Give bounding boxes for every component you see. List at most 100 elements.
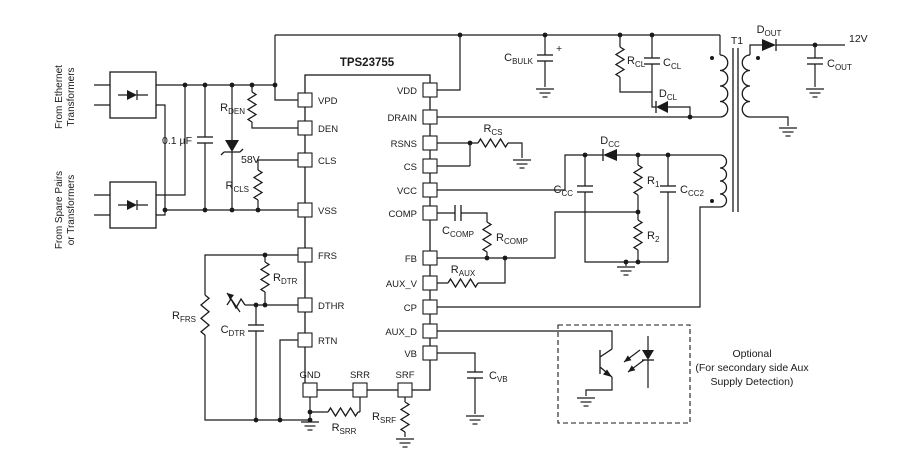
capacitor-cdtr: CDTR <box>221 324 264 338</box>
optional-note-line1: Optional <box>732 348 771 360</box>
pin-aux-d: AUX_D <box>385 323 438 339</box>
capacitor-ccc2: CCC2 <box>660 184 705 198</box>
ic-tps23755: TPS23755 VPD DEN CLS VSS FRS DTHR RTN GN… <box>297 57 438 398</box>
resistor-rden: RDEN <box>220 91 258 123</box>
svg-text:FB: FB <box>405 254 417 265</box>
pin-vb: VB <box>404 345 438 361</box>
svg-text:VPD: VPD <box>318 96 338 107</box>
pin-drain: DRAIN <box>387 109 438 125</box>
rsrf-label: RSRF <box>372 411 396 425</box>
pin-rtn: RTN <box>297 332 337 348</box>
ground-symbol <box>512 159 532 169</box>
resistor-r1: R1 <box>632 164 660 196</box>
pin-dthr: DTHR <box>297 297 345 313</box>
rsrr-label: RSRR <box>332 422 357 436</box>
spare-source-label-line2: or Transformers <box>66 175 77 246</box>
ccomp-label: CCOMP <box>442 225 474 239</box>
ccc2-label: CCC2 <box>680 184 705 198</box>
dout-label: DOUT <box>757 24 782 38</box>
capacitor-cvb: CVB <box>467 370 508 384</box>
capacitor-ccl: CCL <box>644 57 682 71</box>
pin-vpd: VPD <box>297 92 338 108</box>
diode-dcc: DCC <box>600 135 620 161</box>
svg-text:VB: VB <box>404 349 417 360</box>
dcl-label: DCL <box>659 88 678 102</box>
svg-text:FRS: FRS <box>318 251 337 262</box>
ethernet-source-label-line1: From Ethernet <box>54 65 65 129</box>
rfrs-label: RFRS <box>172 310 196 324</box>
ground-symbol <box>535 88 555 98</box>
resistor-rcl: RCL <box>614 46 646 78</box>
svg-text:CP: CP <box>404 303 417 314</box>
dcc-label: DCC <box>600 135 620 149</box>
resistor-r2: R2 <box>632 219 660 251</box>
raux-label: RAUX <box>451 264 476 278</box>
tvs-label: 58V <box>241 154 260 166</box>
pin-srr: SRR <box>350 370 370 398</box>
resistor-rdtr: RDTR <box>259 261 298 293</box>
transformer-t1: T1 <box>710 35 760 212</box>
svg-text:RSNS: RSNS <box>391 139 417 150</box>
r2-label: R2 <box>647 230 660 244</box>
capacitor-cbulk: CBULK + <box>504 43 562 66</box>
svg-text:RTN: RTN <box>318 336 337 347</box>
diode-dout: DOUT <box>757 24 782 51</box>
optocoupler-symbol <box>599 348 654 378</box>
ground-symbol <box>395 438 415 448</box>
optional-note-line2: (For secondary side Aux <box>695 362 809 374</box>
pin-frs: FRS <box>297 247 337 263</box>
svg-text:AUX_D: AUX_D <box>385 327 417 338</box>
rcl-label: RCL <box>627 55 646 69</box>
svg-text:DTHR: DTHR <box>318 301 345 312</box>
resistor-rfrs: RFRS <box>172 294 211 336</box>
svg-text:COMP: COMP <box>389 209 418 220</box>
svg-text:VDD: VDD <box>397 86 417 97</box>
svg-text:DEN: DEN <box>318 124 338 135</box>
surge-adjust-symbol <box>226 292 246 313</box>
vout-label: 12V <box>849 33 868 45</box>
pin-aux-v: AUX_V <box>386 275 438 291</box>
svg-text:CS: CS <box>404 162 417 173</box>
r1-label: R1 <box>647 175 660 189</box>
capacitor-cout: COUT <box>807 57 852 72</box>
pin-vdd: VDD <box>397 82 438 98</box>
pin-cs: CS <box>404 158 438 174</box>
ground-symbol <box>778 127 798 137</box>
resistor-rcls: RCLS <box>225 169 264 201</box>
svg-text:GND: GND <box>299 370 320 381</box>
svg-text:DRAIN: DRAIN <box>387 113 417 124</box>
t1-label: T1 <box>731 35 743 47</box>
svg-text:VCC: VCC <box>397 186 417 197</box>
pin-cls: CLS <box>297 152 336 168</box>
optional-note: Optional (For secondary side Aux Supply … <box>695 348 809 388</box>
spare-source-label-line1: From Spare Pairs <box>54 171 65 249</box>
resistor-rsrr: RSRR <box>327 406 359 436</box>
cbulk-label: CBULK <box>504 52 534 66</box>
input-source-labels: From Ethernet Transformers From Spare Pa… <box>54 65 77 249</box>
diode-dcl: DCL <box>655 88 678 113</box>
ground-symbol <box>805 88 825 98</box>
ic-body <box>304 74 431 391</box>
resistor-rcs: RCS <box>477 123 509 149</box>
optional-note-line3: Supply Detection) <box>711 376 794 388</box>
cvb-label: CVB <box>489 370 508 384</box>
ethernet-source-label-line2: Transformers <box>66 67 77 126</box>
pin-fb: FB <box>405 250 438 266</box>
wires <box>94 34 845 437</box>
ground-symbol <box>465 415 485 425</box>
capacitor-ccc: CCC <box>553 184 593 198</box>
tvs-diode-58v: 58V <box>220 140 260 166</box>
ground-symbol <box>616 266 636 276</box>
pin-den: DEN <box>297 120 338 136</box>
pin-comp: COMP <box>389 205 438 221</box>
resistor-rsrf: RSRF <box>372 401 411 433</box>
cout-label: COUT <box>827 58 852 72</box>
resistor-rcomp: RCOMP <box>481 221 528 253</box>
capacitor-input: 0.1 µF <box>162 135 213 147</box>
pin-gnd: GND <box>299 370 321 398</box>
resistor-raux: RAUX <box>447 264 479 289</box>
rdtr-label: RDTR <box>273 272 298 286</box>
ground-symbol <box>576 397 596 407</box>
